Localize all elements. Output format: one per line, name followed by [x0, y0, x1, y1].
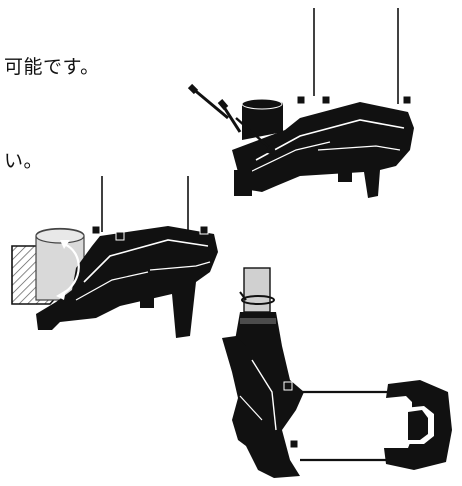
caption-line-1: 可能です。: [4, 56, 100, 78]
pump-top-outlet-pipe: [242, 99, 283, 140]
pump-middle-body: [36, 226, 218, 338]
caption-line-2: い。: [4, 150, 44, 172]
pump-middle-pipe: [35, 227, 85, 301]
curved-double-arrow-icon: [56, 240, 80, 300]
pipe-clamp: [239, 291, 275, 305]
pump-bottom-pipe: [243, 267, 271, 313]
pump-bottom-body: [222, 336, 304, 478]
pump-middle-group: [11, 176, 218, 338]
pump-bottom-group: [222, 267, 452, 478]
pump-top-group: [187, 8, 414, 198]
diagonal-arrow-icon: [235, 117, 278, 156]
bolt-icon: [187, 83, 242, 133]
